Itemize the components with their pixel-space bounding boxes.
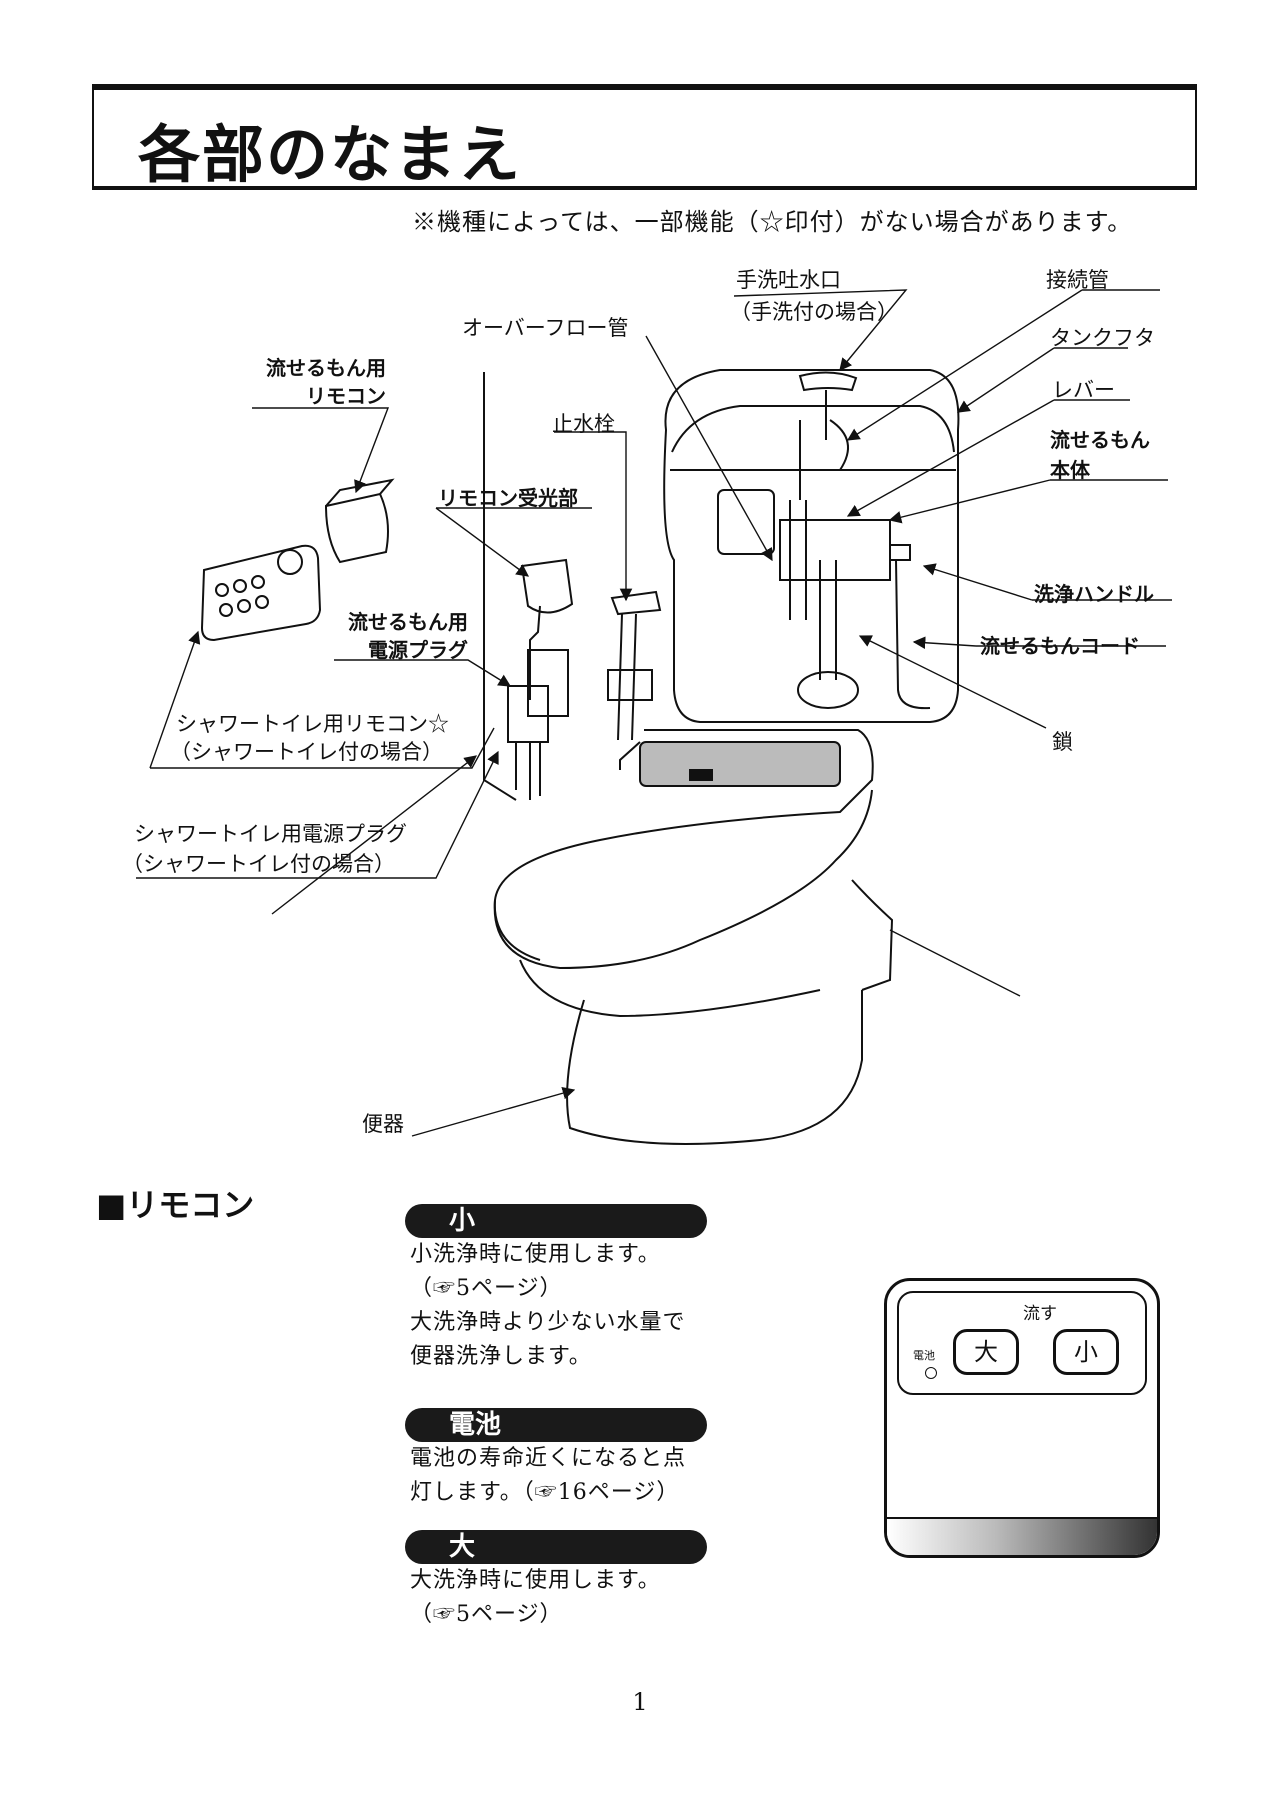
title-box: 各部のなまえ (92, 84, 1197, 191)
label-remote-for-unit-line1: 流せるもん用 (266, 356, 386, 380)
label-shower-plug: シャワートイレ用電源プラグ (134, 822, 407, 846)
tank-outline (663, 369, 960, 723)
label-chain: 鎖 (1052, 730, 1073, 754)
label-remote-receiver: リモコン受光部 (438, 486, 578, 510)
label-unit-body-line2: 本体 (1050, 458, 1090, 482)
small-flush-button: 小 (1053, 1329, 1119, 1375)
label-unit-body-line1: 流せるもん (1050, 428, 1150, 452)
pill-big: 大 (405, 1530, 707, 1564)
label-unit-plug-line1: 流せるもん用 (348, 610, 468, 634)
wall-line (483, 372, 517, 801)
label-hand-wash-spout: 手洗吐水口 (736, 268, 841, 292)
pill-small: 小 (405, 1204, 707, 1238)
label-unit-plug-line2: 電源プラグ (368, 638, 468, 662)
spout-drawing (798, 371, 858, 392)
page-number: 1 (632, 1688, 648, 1716)
flush-label: 流す (1023, 1304, 1057, 1324)
remote-device: 流す 電池 大 小 (884, 1278, 1160, 1558)
label-shower-plug-note: （シャワートイレ付の場合） (122, 852, 395, 876)
label-remote-for-unit-line2: リモコン (306, 384, 386, 408)
desc-big: 大洗浄時に使用します。 （☞5ページ） (410, 1568, 661, 1627)
label-shower-remote-note: （シャワートイレ付の場合） (170, 740, 443, 764)
page-title: 各部のなまえ (138, 118, 523, 191)
remote-panel: 流す 電池 大 小 (897, 1291, 1147, 1395)
label-tank-lid: タンクフタ (1050, 326, 1155, 350)
stop-valve-drawing (610, 590, 662, 616)
label-toilet-bowl: 便器 (362, 1112, 404, 1136)
remote-section-heading: ■リモコン (96, 1186, 255, 1224)
label-overflow-pipe: オーバーフロー管 (462, 316, 629, 340)
big-flush-button: 大 (953, 1329, 1019, 1375)
label-shower-remote: シャワートイレ用リモコン☆ (176, 712, 449, 736)
model-note: ※機種によっては、一部機能（☆印付）がない場合があります。 (412, 208, 1133, 236)
label-unit-cord: 流せるもんコード (980, 634, 1140, 658)
receiver-drawing (520, 558, 574, 614)
remote-gradient-bottom (887, 1517, 1157, 1555)
label-hand-wash-spout-note: （手洗付の場合） (730, 300, 898, 324)
cord-drawing (895, 559, 931, 710)
label-connection-pipe: 接続管 (1046, 268, 1109, 292)
label-lever: レバー (1052, 378, 1115, 402)
desc-battery: 電池の寿命近くになると点 灯します。（☞16ページ） (410, 1446, 687, 1505)
battery-led-icon (925, 1367, 937, 1379)
seat-lid (493, 729, 874, 970)
label-stop-valve: 止水栓 (552, 412, 615, 436)
battery-label: 電池 (913, 1349, 935, 1362)
toilet-diagram (136, 289, 1172, 1145)
desc-small: 小洗浄時に使用します。 （☞5ページ） 大洗浄時より少ない水量で 便器洗浄します… (410, 1242, 686, 1369)
bowl-base (566, 990, 863, 1145)
label-flush-handle: 洗浄ハンドル (1034, 582, 1154, 606)
pill-battery: 電池 (405, 1408, 707, 1442)
small-remote-drawing (324, 492, 389, 564)
